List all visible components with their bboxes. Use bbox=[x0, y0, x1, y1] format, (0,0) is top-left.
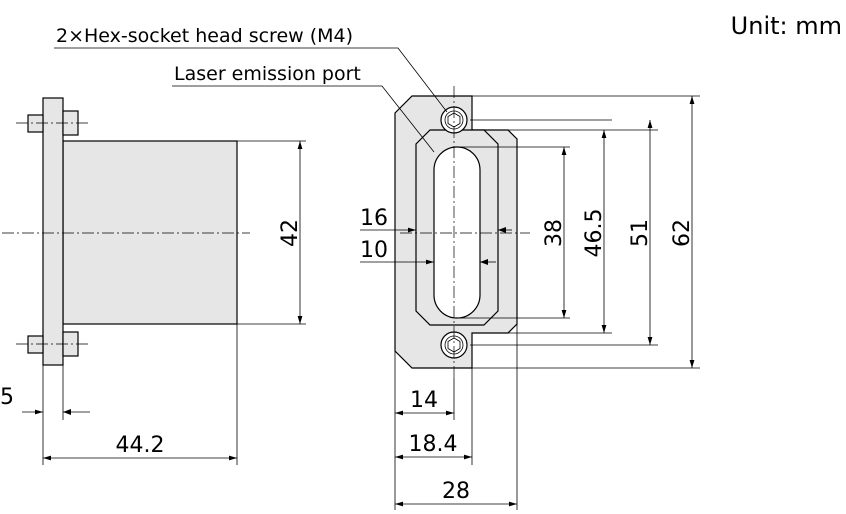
outer-slot-width-dimension: 16 bbox=[360, 206, 388, 231]
unit-label: Unit: mm bbox=[731, 12, 842, 40]
offset-14-dimension: 14 bbox=[410, 388, 438, 413]
side-height-dimension: 42 bbox=[278, 219, 303, 247]
offset-18-4-dimension: 18.4 bbox=[409, 432, 458, 457]
total-height-dimension: 62 bbox=[670, 219, 695, 247]
side-view: 42 5 44.2 bbox=[0, 97, 306, 465]
laser-emission-slot bbox=[433, 146, 481, 319]
screw-leader-line bbox=[54, 47, 448, 113]
slot-length-dimension: 38 bbox=[542, 219, 567, 247]
laser-port-annotation: Laser emission port bbox=[174, 63, 361, 85]
slot-width-dimension: 10 bbox=[360, 238, 388, 263]
flange-thickness-dimension: 5 bbox=[0, 385, 14, 410]
flange-plate bbox=[42, 97, 64, 366]
laser-port-leader-line bbox=[172, 85, 435, 153]
width-dimension: 28 bbox=[442, 479, 470, 504]
upper-screw-shank bbox=[27, 114, 44, 133]
inner-frame-height-dimension: 46.5 bbox=[582, 209, 607, 258]
housing-body bbox=[62, 140, 238, 325]
screw-spacing-dimension: 51 bbox=[628, 219, 653, 247]
screw-annotation: 2×Hex-socket head screw (M4) bbox=[56, 25, 353, 47]
side-length-dimension: 44.2 bbox=[116, 433, 165, 458]
front-view: 38 46.5 51 62 16 10 14 18.4 28 bbox=[54, 47, 700, 510]
lower-screw-shank bbox=[27, 335, 44, 354]
